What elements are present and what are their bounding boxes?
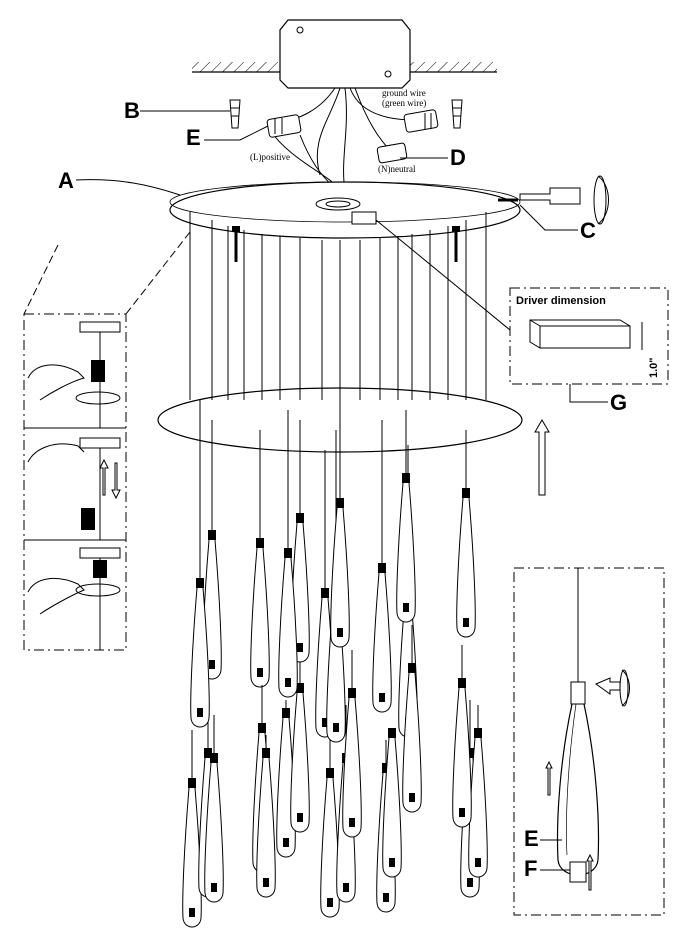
led-module: [285, 678, 291, 687]
pendant-cap: [462, 488, 470, 498]
led-module: [257, 668, 263, 677]
pendant-cap: [296, 513, 304, 523]
wire-connector-neutral: [376, 142, 408, 164]
pendant-cap: [382, 763, 390, 773]
led-module: [209, 660, 215, 669]
led-module: [467, 878, 473, 887]
teardrop-pendant: [250, 547, 270, 688]
pendant-cap: [210, 753, 218, 763]
teardrop-pendant: [256, 757, 276, 898]
led-module: [327, 898, 333, 907]
led-module: [211, 883, 217, 892]
pendant-cap: [282, 708, 290, 718]
insert-arrow-c: [519, 175, 609, 225]
pendant-cap: [296, 683, 304, 693]
leader-e: [204, 125, 269, 141]
leader-a: [75, 179, 181, 196]
label-a: A: [58, 168, 74, 193]
teardrop-pendant: [320, 777, 340, 918]
led-module: [475, 858, 481, 867]
led-module: [333, 723, 339, 732]
teardrop-pendant: [372, 572, 392, 713]
led-module: [459, 808, 465, 817]
driver-dimension-title: Driver dimension: [516, 295, 606, 307]
led-module: [383, 893, 389, 902]
led-module: [463, 618, 469, 627]
led-module: [337, 628, 343, 637]
pendant-cap: [262, 748, 270, 758]
pendant-cap: [208, 530, 216, 540]
canopy-plate: [169, 181, 521, 239]
teardrop-pendant: [290, 692, 310, 833]
pendant-cap: [258, 723, 266, 733]
pendant-cap: [408, 663, 416, 673]
led-module: [263, 878, 269, 887]
pendant-cap: [378, 563, 386, 573]
pendant-cap: [458, 678, 466, 688]
pendant-cap: [256, 538, 264, 548]
wire-connector-right: [403, 109, 439, 133]
junction-box: [279, 19, 411, 89]
lift-arrow: [534, 419, 550, 496]
wall-anchor-left: [229, 99, 241, 129]
cable-adjust-detail: [23, 231, 191, 651]
mounting-screw-left: [232, 226, 240, 262]
positive-wire-label: (L)positive: [250, 152, 290, 162]
teardrop-pendant: [330, 507, 350, 648]
led-module: [343, 883, 349, 892]
mounting-screw-right: [452, 226, 460, 262]
teardrop-pendant: [204, 762, 224, 903]
pendant-cap: [284, 548, 292, 558]
pendant-drops: [182, 395, 488, 928]
wall-anchor-right: [451, 99, 463, 129]
pendant-cap: [348, 688, 356, 698]
led-module: [389, 858, 395, 867]
pendant-cap: [321, 588, 329, 598]
led-module: [297, 643, 303, 652]
pendant-cap: [326, 768, 334, 778]
led-module: [189, 908, 195, 917]
driver-height-label: 1.0": [648, 357, 660, 378]
teardrop-pendant: [190, 587, 210, 728]
pendant-cap: [196, 578, 204, 588]
label-c: C: [580, 218, 596, 243]
green-wire-label: (green wire): [382, 98, 426, 108]
wire-connector-left: [266, 114, 302, 138]
label-g: G: [610, 390, 627, 415]
teardrop-pendant: [402, 672, 422, 813]
label-b: B: [124, 98, 140, 123]
neutral-wire-label: (N)neutral: [378, 164, 416, 174]
led-module: [409, 793, 415, 802]
leader-c: [519, 204, 578, 231]
label-e-detail: E: [524, 826, 539, 851]
pendant-cap: [336, 498, 344, 508]
led-module: [197, 708, 203, 717]
teardrop-pendant: [452, 687, 472, 828]
led-module: [322, 718, 328, 727]
teardrop-pendant: [278, 557, 298, 698]
pendant-detail: E F: [513, 567, 665, 916]
led-module: [403, 603, 409, 612]
led-module: [297, 813, 303, 822]
led-module: [283, 838, 289, 847]
driver-dimension-panel: Driver dimension 1.0": [375, 219, 669, 385]
teardrop-pendant: [382, 737, 402, 878]
suspension-cables: [189, 212, 487, 400]
led-module: [349, 818, 355, 827]
pendant-cap: [474, 728, 482, 738]
ground-wire-label: ground wire: [382, 88, 426, 98]
label-e: E: [186, 125, 201, 150]
pendant-cap: [204, 748, 212, 758]
pendant-cap: [388, 728, 396, 738]
teardrop-pendant: [456, 497, 476, 638]
pendant-cap: [188, 778, 196, 788]
pendant-cap: [402, 473, 410, 483]
teardrop-pendant: [342, 697, 362, 838]
led-module: [379, 693, 385, 702]
driver-leader: [375, 219, 511, 331]
teardrop-pendant: [396, 482, 416, 623]
label-f: F: [524, 856, 537, 881]
label-d: D: [450, 145, 466, 170]
